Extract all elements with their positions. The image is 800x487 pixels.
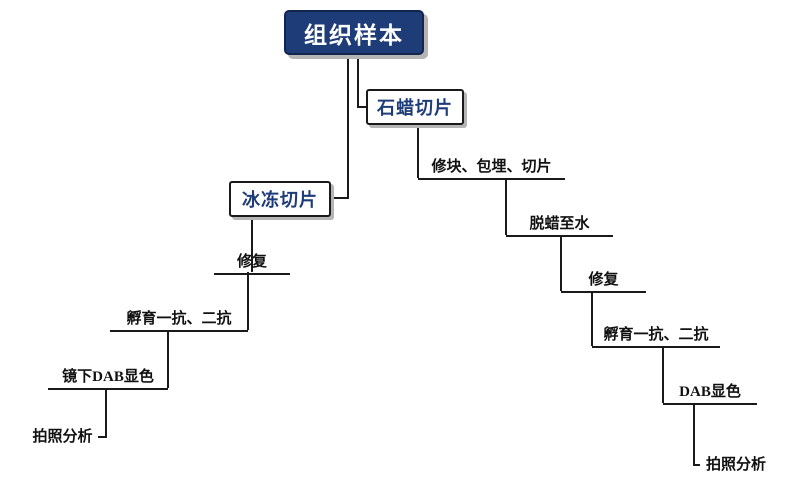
node-frozen-label: 冰冻切片 <box>242 190 318 210</box>
step-repair-paraffin: 修复 <box>561 269 646 293</box>
step-repair-frozen: 修复 <box>214 251 290 275</box>
connector-paraffin-step5-step6 <box>693 403 700 466</box>
root-node-label: 组织样本 <box>304 21 404 48</box>
step-dab-staining-paraffin: DAB显色 <box>663 381 757 405</box>
connector-root-to-paraffin <box>357 55 366 108</box>
root-node-tissue-sample: 组织样本 <box>284 10 424 55</box>
step-trim-embed-section: 修块、包埋、切片 <box>418 156 565 180</box>
node-frozen-section: 冰冻切片 <box>229 181 331 217</box>
step-photo-analysis-frozen: 拍照分析 <box>32 429 93 445</box>
step-photo-analysis-paraffin: 拍照分析 <box>705 457 766 473</box>
connector-root-to-frozen <box>331 55 349 199</box>
step-incubate-antibodies-paraffin: 孵育一抗、二抗 <box>592 324 720 348</box>
step-microscope-dab-frozen: 镜下DAB显色 <box>48 366 168 390</box>
step-dewax-to-water: 脱蜡至水 <box>506 213 613 237</box>
connector-frozen-step3-step4 <box>98 388 107 438</box>
step-incubate-antibodies-frozen: 孵育一抗、二抗 <box>110 308 248 332</box>
node-paraffin-label: 石蜡切片 <box>377 98 453 118</box>
node-paraffin-section: 石蜡切片 <box>366 89 464 125</box>
